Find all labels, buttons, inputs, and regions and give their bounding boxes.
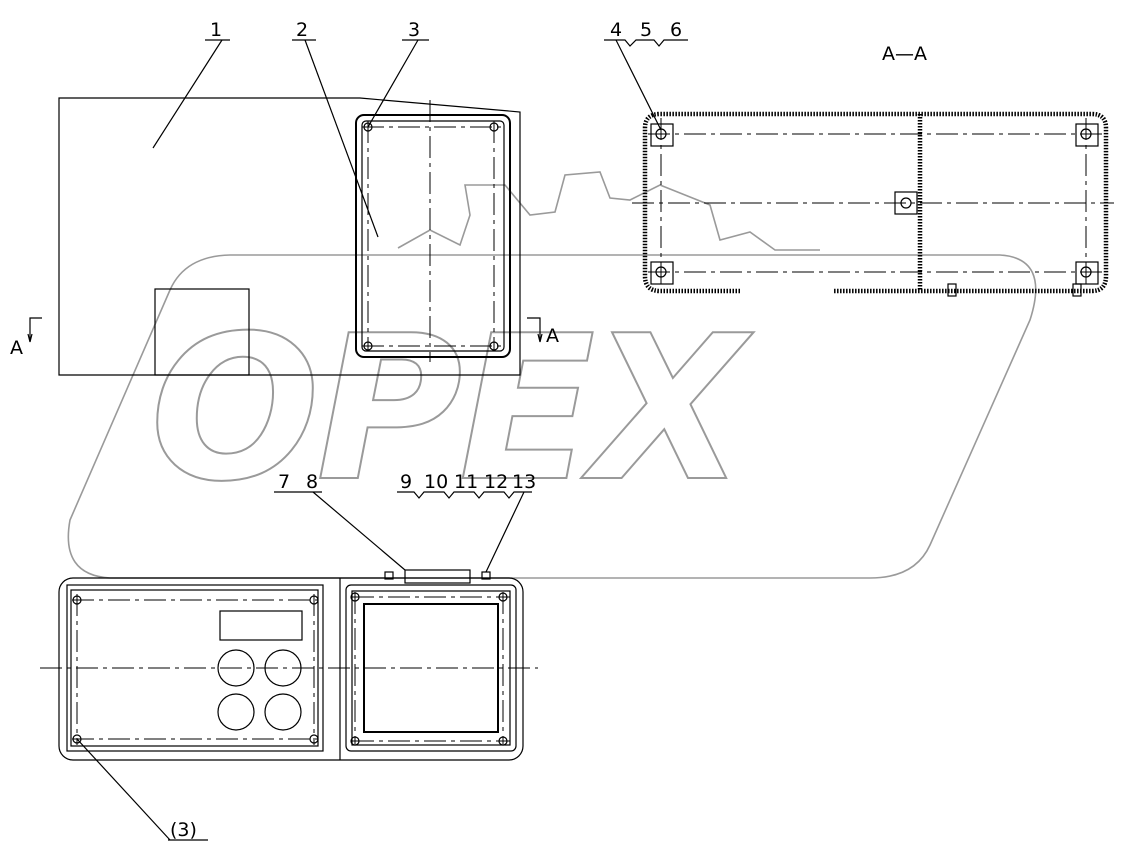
opex-watermark: OPEX xyxy=(67,171,1037,579)
callout-9: 9 xyxy=(400,471,412,493)
callout-10: 10 xyxy=(424,471,448,493)
gear-outline xyxy=(397,171,820,251)
bottom-view: 7 8 9 10 11 12 13 (3) xyxy=(40,471,538,841)
section-title: A—A xyxy=(882,43,927,65)
callout-13: 13 xyxy=(512,471,536,493)
callout-12: 12 xyxy=(484,471,508,493)
top-view: 1 2 3 A A xyxy=(10,19,559,376)
callout-ref-3: (3) xyxy=(170,819,197,841)
bolt-holes xyxy=(363,122,499,351)
callout-4: 4 xyxy=(610,19,622,41)
callout-1: 1 xyxy=(210,19,222,41)
callout-7: 7 xyxy=(278,471,290,493)
callout-11: 11 xyxy=(454,471,478,493)
watermark-text: OPEX xyxy=(150,293,754,526)
callout-5: 5 xyxy=(640,19,652,41)
watermark-badge xyxy=(67,254,1037,579)
section-view-a-a: A—A 4 5 6 xyxy=(604,19,1114,297)
callout-2: 2 xyxy=(296,19,308,41)
callout-3: 3 xyxy=(408,19,420,41)
callout-6: 6 xyxy=(670,19,682,41)
section-mark-right: A xyxy=(546,325,559,347)
section-mark-left: A xyxy=(10,337,23,359)
callout-8: 8 xyxy=(306,471,318,493)
